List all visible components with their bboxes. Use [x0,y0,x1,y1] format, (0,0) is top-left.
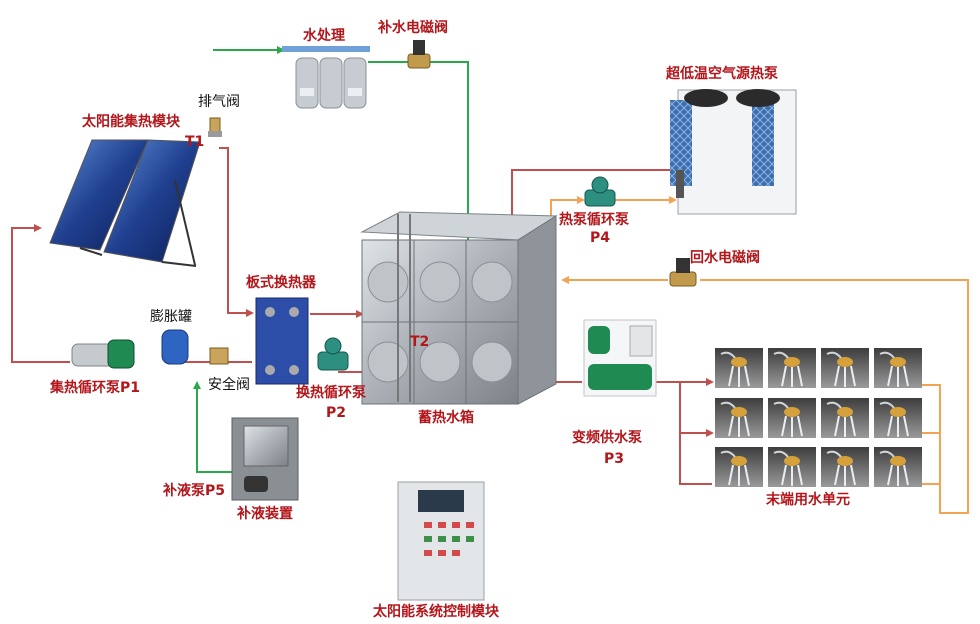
variable-frequency-supply-pump [583,319,657,397]
label-t1: T1 [185,134,205,150]
collector-return-pipe-2 [11,224,70,363]
shower-unit [715,398,763,438]
label-t2: T2 [410,334,430,350]
label-p4: P4 [590,230,611,246]
label-p3: P3 [604,451,625,467]
label-expansion-tank: 膨胀罐 [150,309,192,325]
air-source-heat-pump [670,89,797,215]
vent-valve [208,117,222,137]
label-terminal-units: 末端用水单元 [766,492,850,508]
shower-unit [768,348,816,388]
shower-unit [768,447,816,487]
label-storage-tank: 蓄热水箱 [418,410,474,426]
expansion-tank [161,329,189,365]
label-makeup-liquid-pump: 补液泵P5 [163,483,226,499]
shower-unit [821,398,869,438]
terminal-return-pipe [700,279,969,514]
label-control-module: 太阳能系统控制模块 [373,604,499,620]
makeup-water-pipe [368,61,468,262]
control-cabinet [397,481,485,601]
label-makeup-device: 补液装置 [237,506,293,522]
label-heat-pump: 超低温空气源热泵 [666,66,778,82]
safety-valve [209,347,229,365]
hx-circulation-pump [317,337,349,371]
label-makeup-solenoid: 补水电磁阀 [378,20,448,36]
makeup-solenoid-valve [407,40,431,69]
collector-supply-pipe [219,147,254,317]
label-vfd-pump: 变频供水泵 [572,430,642,446]
label-plate-hx: 板式换热器 [246,275,316,291]
liquid-makeup-pipe [193,381,238,473]
liquid-makeup-device [231,417,299,501]
collector-circulation-pump [71,339,135,369]
shower-unit [715,447,763,487]
supply-branch-pipe [679,382,712,485]
return-branch-pipe [922,432,940,485]
pipes [11,46,969,514]
return-solenoid-valve [669,258,697,287]
shower-unit [715,348,763,388]
water-treatment-unit [282,46,370,109]
shower-unit [874,348,922,388]
label-safety-valve: 安全阀 [208,377,250,393]
solar-collector [49,139,201,267]
terminal-shower-units [715,348,922,487]
label-collector-pump: 集热循环泵P1 [50,380,141,396]
label-p2: P2 [326,405,347,421]
storage-tank [360,211,558,405]
label-heat-pump-pump: 热泵循环泵 [559,212,629,228]
plate-heat-exchanger [255,297,309,385]
shower-unit [821,447,869,487]
shower-unit [874,398,922,438]
label-hx-pump: 换热循环泵 [296,385,366,401]
shower-unit [874,447,922,487]
shower-unit [768,398,816,438]
label-water-treatment: 水处理 [303,28,345,44]
label-solar-module: 太阳能集热模块 [82,114,180,130]
shower-unit [821,348,869,388]
heatpump-circulation-pump [584,176,616,207]
label-return-solenoid: 回水电磁阀 [690,250,760,266]
label-vent-valve: 排气阀 [198,94,240,110]
